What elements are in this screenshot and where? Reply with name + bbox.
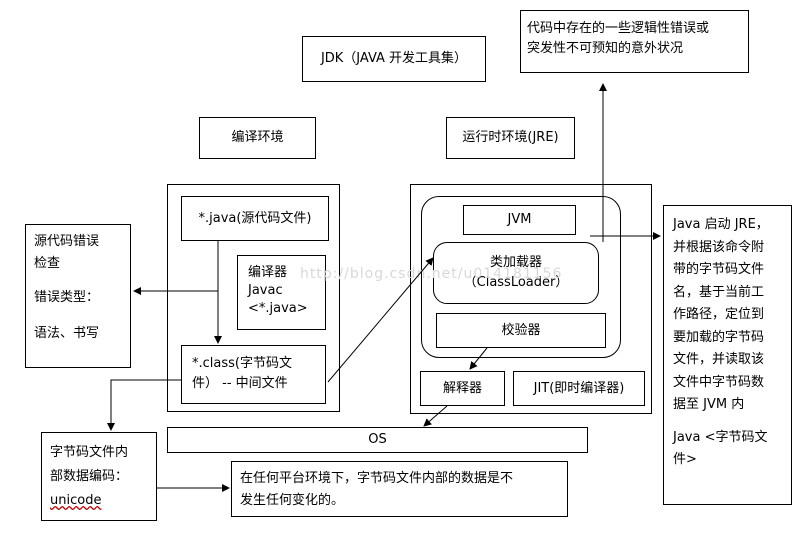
encoding-line-3: unicode (50, 493, 102, 508)
error-line-2: 突发性不可预知的意外状况 (527, 41, 684, 56)
jdk-label: JDK（JAVA 开发工具集） (320, 51, 468, 66)
interpreter-box: 解释器 (420, 371, 505, 406)
java-file-box: *.java(源代码文件) (181, 196, 329, 241)
verifier-box: 校验器 (436, 313, 606, 348)
java-file-label: *.java(源代码文件) (198, 210, 312, 226)
class-loader-text: 类加载器 （ClassLoader） (434, 248, 598, 298)
class-loader-line-1: 类加载器 (489, 255, 542, 270)
source-error-title-2: 检查 (34, 256, 61, 271)
java-start-line-5: 作路径，定位到 (673, 307, 765, 322)
os-box: OS (167, 427, 588, 453)
java-start-line-1: Java 启动 JRE， (673, 217, 769, 232)
jvm-box: JVM (463, 205, 576, 235)
compile-env-label: 编译环境 (231, 130, 284, 145)
jit-label: JIT(即时编译器) (533, 380, 625, 396)
encoding-line-2: 部数据编码： (50, 469, 129, 484)
java-start-line-8: 文件中字节码数 (673, 374, 765, 390)
watermark: http://blog.csdn.net/u014181156 (300, 266, 563, 282)
verifier-label: 校验器 (501, 322, 541, 338)
compiler-box: 编译器 Javac <*.java> (237, 255, 326, 330)
compiler-line-1: 编译器 (248, 265, 288, 280)
compiler-line-2: Javac (248, 283, 283, 298)
interpreter-label: 解释器 (442, 380, 482, 396)
java-start-line-3: 带的字节码文件 (673, 262, 765, 277)
os-label: OS (368, 432, 387, 447)
java-start-line-9: 据至 JVM 内 (673, 397, 745, 412)
jit-box: JIT(即时编译器) (513, 371, 645, 406)
error-line-1: 代码中存在的一些逻辑性错误或 (527, 21, 710, 36)
encoding-line-1: 字节码文件内 (50, 445, 129, 460)
java-start-line-2: 并根据该命令附 (673, 239, 765, 255)
platform-box: 在任何平台环境下，字节码文件内部的数据是不 发生任何变化的。 (231, 461, 568, 517)
source-error-type-label: 错误类型： (34, 290, 100, 305)
class-loader-line-2: （ClassLoader） (463, 275, 569, 290)
runtime-env-box: 运行时环境(JRE) (446, 117, 575, 159)
class-file-line-2: 件） -- 中间文件 (192, 376, 288, 391)
jdk-box: JDK（JAVA 开发工具集） (302, 36, 486, 82)
source-error-types: 语法、书写 (34, 326, 100, 341)
source-error-box: 源代码错误 检查 错误类型： 语法、书写 (25, 224, 131, 368)
error-box: 代码中存在的一些逻辑性错误或 突发性不可预知的意外状况 (520, 10, 749, 73)
java-start-line-7: 文件，并读取该 (673, 352, 765, 367)
platform-line-2: 发生任何变化的。 (240, 493, 345, 508)
source-error-title-1: 源代码错误 (34, 234, 100, 249)
java-start-line-6: 要加载的字节码 (673, 329, 765, 345)
runtime-env-label: 运行时环境(JRE) (462, 130, 559, 145)
platform-line-1: 在任何平台环境下，字节码文件内部的数据是不 (240, 471, 514, 486)
class-file-box: *.class(字节码文 件） -- 中间文件 (181, 345, 326, 404)
jvm-label: JVM (507, 212, 532, 227)
java-cmd-line-1: Java <字节码文 (673, 429, 768, 445)
encoding-box: 字节码文件内 部数据编码： unicode (41, 432, 157, 521)
java-start-box: Java 启动 JRE， 并根据该命令附 带的字节码文件 名，基于当前工 作路径… (663, 205, 792, 505)
java-start-line-4: 名，基于当前工 (673, 284, 765, 300)
java-cmd-line-2: 件> (673, 452, 697, 467)
compile-env-box: 编译环境 (199, 117, 316, 159)
class-loader-frame (433, 242, 599, 304)
compiler-line-3: <*.java> (248, 301, 308, 316)
class-file-line-1: *.class(字节码文 (192, 356, 292, 371)
